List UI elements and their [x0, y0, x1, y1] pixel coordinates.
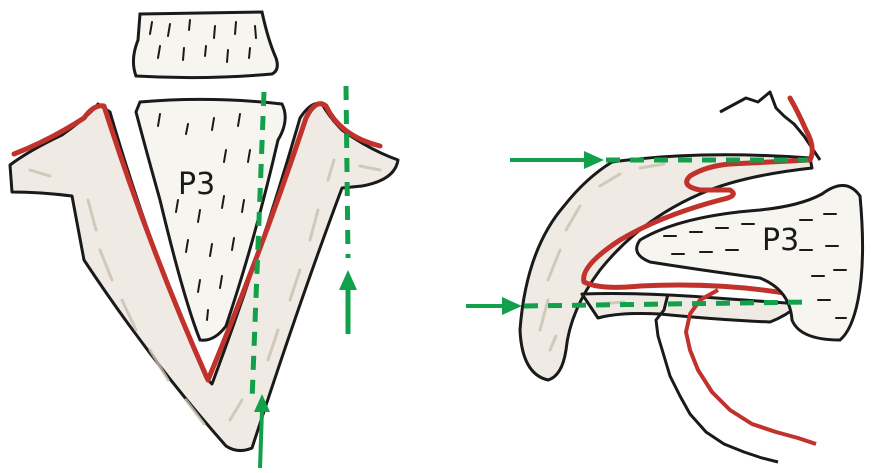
right-arrow-bottom [466, 297, 522, 315]
right-arrow-top [510, 151, 604, 169]
left-hoof-view: P3 [10, 12, 398, 468]
right-p3-label: P3 [762, 223, 799, 258]
right-hoof-view: P3 [466, 92, 863, 462]
left-arrow-2 [339, 270, 357, 334]
left-p3-label: P3 [178, 167, 215, 202]
left-p2-bone [133, 12, 277, 78]
